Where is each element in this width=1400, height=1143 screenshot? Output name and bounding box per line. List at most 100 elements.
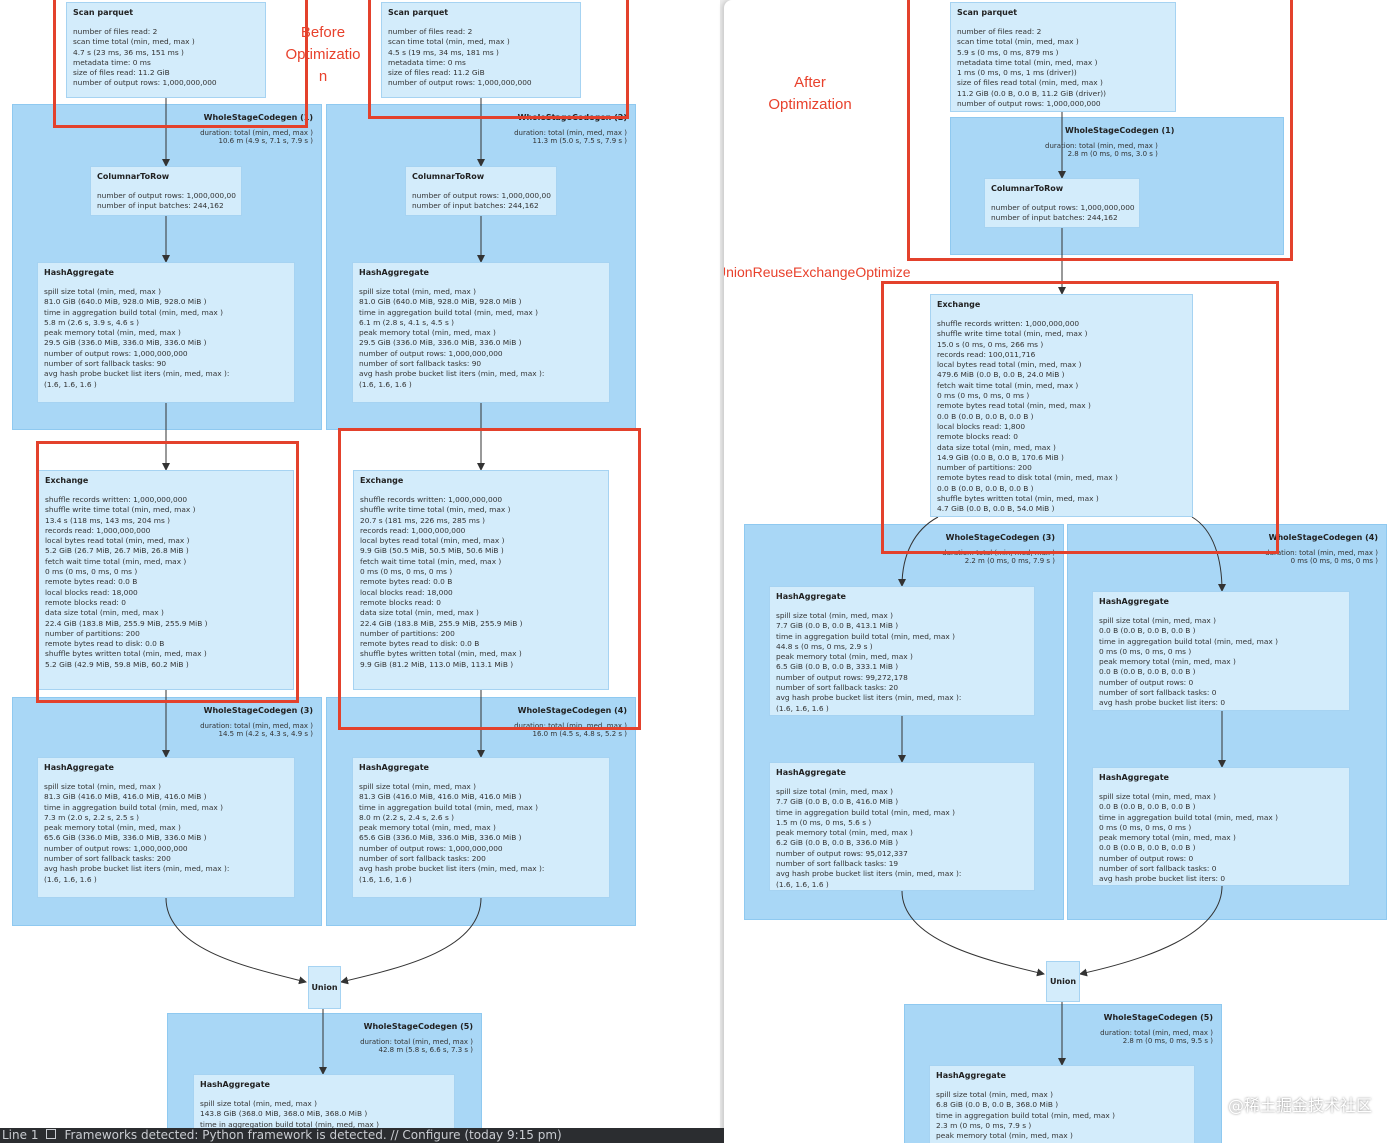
node-metric: 7.3 m (2.0 s, 2.2 s, 2.5 s ) bbox=[44, 812, 140, 822]
node-metric: (1.6, 1.6, 1.6 ) bbox=[776, 703, 829, 713]
node-metric: spill size total (min, med, max ) bbox=[776, 611, 893, 620]
hash-aggregate-node-3b[interactable]: HashAggregate spill size total (min, med… bbox=[769, 762, 1035, 891]
node-title: Exchange bbox=[360, 476, 404, 485]
node-metric: (1.6, 1.6, 1.6 ) bbox=[359, 379, 412, 389]
node-metric: shuffle write time total (min, med, max … bbox=[937, 329, 1088, 339]
node-metric: 9.9 GiB (81.2 MiB, 113.0 MiB, 113.1 MiB … bbox=[360, 659, 514, 669]
node-metric: 20.7 s (181 ms, 226 ms, 285 ms ) bbox=[360, 515, 486, 525]
node-metric: number of output rows: 1,000,000,000 bbox=[359, 843, 503, 853]
node-metric: remote bytes read: 0.0 B bbox=[360, 577, 453, 587]
node-metric: data size total (min, med, max ) bbox=[45, 608, 164, 618]
highlight-box bbox=[36, 441, 299, 703]
columnar-to-row-node[interactable]: ColumnarToRow number of output rows: 1,0… bbox=[984, 178, 1140, 228]
node-metric: 1 ms (0 ms, 0 ms, 1 ms (driver)) bbox=[957, 68, 1077, 78]
node-title: Scan parquet bbox=[73, 8, 134, 17]
node-metrics: spill size total (min, med, max )143.8 G… bbox=[200, 1099, 448, 1130]
node-metric: 6.5 GiB (0.0 B, 0.0 B, 333.1 MiB ) bbox=[776, 662, 899, 672]
node-metric: data size total (min, med, max ) bbox=[360, 608, 479, 618]
node-metric: records read: 1,000,000,000 bbox=[45, 525, 151, 535]
node-metric: 9.9 GiB (50.5 MiB, 50.5 MiB, 50.6 MiB ) bbox=[360, 546, 504, 556]
node-metric: avg hash probe bucket list iters: 0 bbox=[1099, 698, 1226, 708]
node-metric: remote bytes read to disk total (min, me… bbox=[937, 473, 1118, 483]
hash-aggregate-node-4[interactable]: HashAggregate spill size total (min, med… bbox=[352, 757, 610, 898]
node-metric: peak memory total (min, med, max ) bbox=[44, 328, 181, 338]
stage-duration: duration: total (min, med, max ) 2.8 m (… bbox=[1045, 142, 1158, 158]
node-metric: metadata time total (min, med, max ) bbox=[957, 57, 1098, 67]
union-node[interactable]: Union bbox=[1046, 961, 1080, 1002]
hash-aggregate-node-3a[interactable]: HashAggregate spill size total (min, med… bbox=[769, 586, 1035, 716]
node-metric: 8.0 m (2.2 s, 2.4 s, 2.6 s ) bbox=[359, 812, 455, 822]
stage-title: WholeStageCodegen (5) bbox=[1103, 1013, 1213, 1022]
node-metric: records read: 1,000,000,000 bbox=[360, 525, 466, 535]
edge bbox=[1079, 885, 1223, 977]
node-metrics: spill size total (min, med, max )81.3 Gi… bbox=[44, 782, 288, 885]
node-metric: size of files read: 11.2 GiB bbox=[388, 68, 485, 78]
hash-aggregate-node-3[interactable]: HashAggregate spill size total (min, med… bbox=[37, 757, 295, 898]
node-title: HashAggregate bbox=[44, 268, 114, 277]
node-metric: time in aggregation build total (min, me… bbox=[936, 1110, 1115, 1120]
edge bbox=[901, 890, 1045, 977]
node-metric: number of output rows: 1,000,000,00 bbox=[412, 191, 551, 200]
node-metric: time in aggregation build total (min, me… bbox=[776, 807, 955, 817]
node-metric: number of partitions: 200 bbox=[45, 628, 140, 638]
node-metric: number of sort fallback tasks: 0 bbox=[1099, 864, 1217, 874]
node-metric: number of output rows: 1,000,000,000 bbox=[44, 843, 188, 853]
node-metric: avg hash probe bucket list iters (min, m… bbox=[776, 693, 962, 703]
exchange-node[interactable]: Exchange shuffle records written: 1,000,… bbox=[930, 294, 1193, 517]
node-metric: 22.4 GiB (183.8 MiB, 255.9 MiB, 255.9 Mi… bbox=[45, 618, 208, 628]
node-metric: number of sort fallback tasks: 200 bbox=[359, 854, 486, 864]
node-metric: time in aggregation build total (min, me… bbox=[359, 802, 538, 812]
node-metric: number of partitions: 200 bbox=[937, 463, 1032, 473]
node-metric: size of files read total (min, med, max … bbox=[957, 78, 1103, 88]
node-title: HashAggregate bbox=[200, 1080, 270, 1089]
hash-aggregate-node-5[interactable]: HashAggregate spill size total (min, med… bbox=[929, 1065, 1195, 1143]
node-metric: peak memory total (min, med, max ) bbox=[1099, 657, 1236, 667]
node-metric: local blocks read: 18,000 bbox=[360, 587, 453, 597]
node-metric: avg hash probe bucket list iters: 0 bbox=[1099, 874, 1226, 884]
hash-aggregate-node-1[interactable]: HashAggregate spill size total (min, med… bbox=[37, 262, 295, 403]
exchange-node-1[interactable]: Exchange shuffle records written: 1,000,… bbox=[38, 470, 294, 690]
square-icon[interactable] bbox=[46, 1129, 57, 1139]
node-metric: metadata time: 0 ms bbox=[73, 57, 151, 67]
hash-aggregate-node-2[interactable]: HashAggregate spill size total (min, med… bbox=[352, 262, 610, 403]
node-metric: local blocks read: 1,800 bbox=[937, 421, 1026, 431]
node-title: HashAggregate bbox=[359, 763, 429, 772]
node-metric: peak memory total (min, med, max ) bbox=[776, 828, 913, 838]
node-metric: 11.2 GiB (0.0 B, 0.0 B, 11.2 GiB (driver… bbox=[957, 88, 1107, 98]
node-title: Exchange bbox=[45, 476, 89, 485]
highlight-box bbox=[368, 0, 629, 119]
columnar-to-row-node-2[interactable]: ColumnarToRow number of output rows: 1,0… bbox=[405, 166, 557, 216]
node-metric: number of sort fallback tasks: 90 bbox=[44, 359, 167, 369]
node-metric: remote blocks read: 0 bbox=[45, 597, 126, 607]
node-metric: 0.0 B (0.0 B, 0.0 B, 0.0 B ) bbox=[1099, 802, 1196, 812]
node-metric: fetch wait time total (min, med, max ) bbox=[937, 380, 1079, 390]
node-metric: number of files read: 2 bbox=[73, 27, 158, 36]
node-metric: 29.5 GiB (336.0 MiB, 336.0 MiB, 336.0 Mi… bbox=[44, 338, 207, 348]
node-metric: remote bytes read to disk: 0.0 B bbox=[360, 639, 480, 649]
hash-aggregate-node-4a[interactable]: HashAggregate spill size total (min, med… bbox=[1092, 591, 1350, 711]
node-metric: shuffle records written: 1,000,000,000 bbox=[360, 495, 503, 504]
node-metric: spill size total (min, med, max ) bbox=[1099, 616, 1216, 625]
node-metric: 4.7 s (23 ms, 36 ms, 151 ms ) bbox=[73, 47, 184, 57]
exchange-node-2[interactable]: Exchange shuffle records written: 1,000,… bbox=[353, 470, 609, 690]
node-metric: data size total (min, med, max ) bbox=[937, 442, 1056, 452]
node-metric: 5.9 s (0 ms, 0 ms, 879 ms ) bbox=[957, 47, 1059, 57]
line-indicator[interactable]: Line 1 bbox=[2, 1128, 39, 1142]
node-metric: spill size total (min, med, max ) bbox=[44, 782, 161, 791]
node-metric: 15.0 s (0 ms, 0 ms, 266 ms ) bbox=[937, 339, 1044, 349]
columnar-to-row-node-1[interactable]: ColumnarToRow number of output rows: 1,0… bbox=[90, 166, 242, 216]
node-metric: number of output rows: 1,000,000,000 bbox=[388, 78, 532, 88]
node-metric: 6.1 m (2.8 s, 4.1 s, 4.5 s ) bbox=[359, 317, 455, 327]
hash-aggregate-node-4b[interactable]: HashAggregate spill size total (min, med… bbox=[1092, 767, 1350, 886]
stage-title: WholeStageCodegen (3) bbox=[945, 533, 1055, 542]
node-metric: 44.8 s (0 ms, 0 ms, 2.9 s ) bbox=[776, 641, 873, 651]
union-node[interactable]: Union bbox=[308, 966, 341, 1009]
node-title: Scan parquet bbox=[957, 8, 1018, 17]
status-message[interactable]: Frameworks detected: Python framework is… bbox=[64, 1128, 562, 1142]
node-metric: local bytes read total (min, med, max ) bbox=[360, 536, 505, 546]
stage-title: WholeStageCodegen (4) bbox=[1268, 533, 1378, 542]
